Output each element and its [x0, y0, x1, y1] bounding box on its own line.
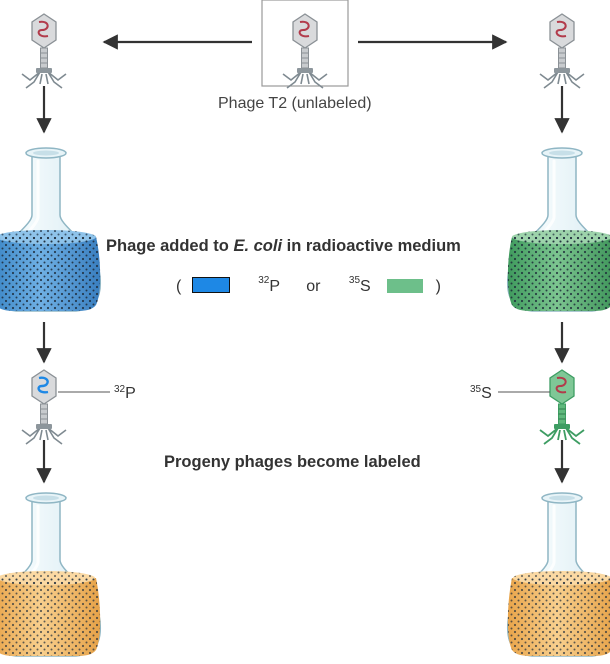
- legend-close-paren: ): [435, 278, 441, 295]
- caption-prefix: Phage added to: [106, 237, 234, 255]
- label-p32: 32P: [114, 384, 136, 402]
- flask-right-progeny: [506, 491, 610, 658]
- legend-s35: 35S: [348, 275, 371, 295]
- phage-p32-labeled: [21, 369, 67, 445]
- legend-or: or: [306, 278, 321, 295]
- phage-right-unlabeled: [539, 13, 585, 89]
- radioactive-medium-caption: Phage added to E. coli in radioactive me…: [106, 238, 461, 255]
- p32-swatch: [191, 277, 230, 293]
- label-s35: 35S: [470, 384, 492, 402]
- species-name: E. coli: [233, 237, 283, 255]
- progeny-caption: Progeny phages become labeled: [164, 453, 421, 471]
- legend-p32: 32P: [258, 275, 280, 295]
- caption-suffix: in radioactive medium: [282, 237, 461, 255]
- phage-t2-caption: Phage T2 (unlabeled): [218, 95, 372, 112]
- s35-swatch: [387, 279, 424, 293]
- legend-open-paren: (: [176, 278, 182, 295]
- isotope-legend: ( 32P or 35S ): [176, 275, 441, 295]
- phage-s35-labeled: [539, 369, 585, 445]
- flask-left-progeny: [0, 491, 102, 658]
- flask-left-p32-medium: [0, 146, 102, 313]
- phage-t2-unlabeled: [282, 13, 328, 89]
- phage-left-unlabeled: [21, 13, 67, 89]
- flask-right-s35-medium: [506, 146, 610, 313]
